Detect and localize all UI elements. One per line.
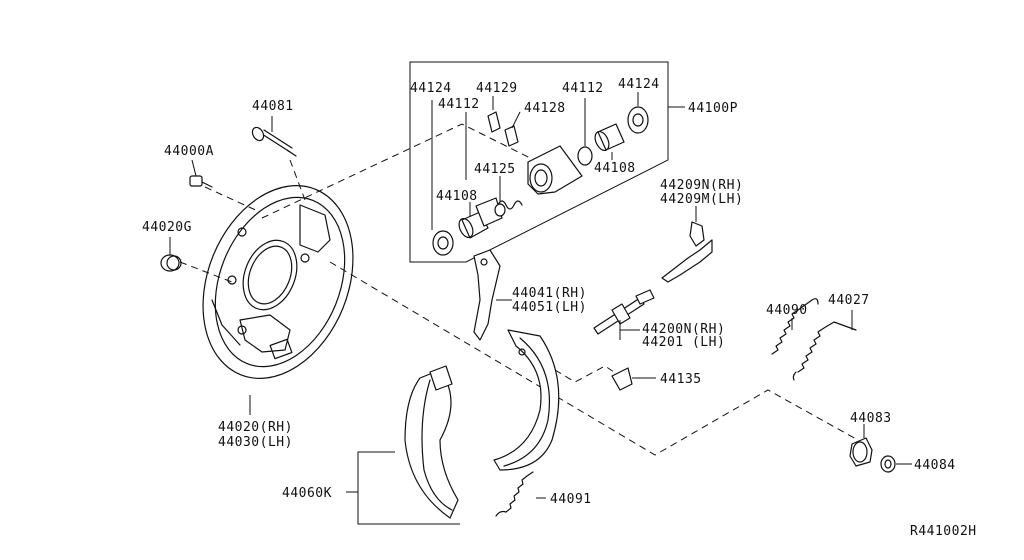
brake-shoes (346, 329, 560, 525)
label-44112-right: 44112 (562, 81, 604, 96)
label-44081: 44081 (252, 99, 294, 114)
adjuster-spring (495, 471, 546, 517)
label-44209M: 44209M(LH) (660, 192, 743, 207)
backing-plate (202, 185, 354, 415)
label-44027: 44027 (828, 293, 870, 308)
label-44200N: 44200N(RH) (642, 322, 725, 337)
label-44020RH: 44020(RH) (218, 420, 293, 435)
dashed-guide-lines (179, 123, 859, 456)
label-44083: 44083 (850, 411, 892, 426)
wheel-cylinder-parts (431, 92, 649, 256)
label-44128: 44128 (524, 101, 566, 116)
part-labels: 44081 44000A 44020G 44020(RH) 44030(LH) … (142, 77, 977, 539)
label-44129: 44129 (476, 81, 518, 96)
adjuster-lever (661, 206, 713, 283)
label-44060K: 44060K (282, 486, 332, 501)
label-44209N: 44209N(RH) (660, 178, 743, 193)
grommet-and-clip (849, 424, 912, 473)
diagram-reference-code: R441002H (910, 524, 977, 539)
parking-brake-lever (473, 249, 512, 341)
bolt-44000A (189, 159, 213, 188)
label-44084: 44084 (914, 458, 956, 473)
adjuster-assembly (593, 289, 655, 340)
nut-44020G (160, 237, 182, 272)
label-44000A: 44000A (164, 144, 214, 159)
label-44100P: 44100P (688, 101, 738, 116)
return-springs (771, 298, 857, 381)
label-44201: 44201 (LH) (642, 335, 725, 350)
label-44124-left: 44124 (410, 81, 452, 96)
label-44091: 44091 (550, 492, 592, 507)
label-44090: 44090 (766, 303, 808, 318)
label-44124-right: 44124 (618, 77, 660, 92)
label-44108-right: 44108 (594, 161, 636, 176)
label-44030LH: 44030(LH) (218, 435, 293, 450)
label-44051LH: 44051(LH) (512, 300, 587, 315)
label-44020G: 44020G (142, 220, 192, 235)
wheel-cylinder-group-frame (409, 61, 685, 263)
label-44108-left: 44108 (436, 189, 478, 204)
label-44112-left: 44112 (438, 97, 480, 112)
label-44125: 44125 (474, 162, 516, 177)
label-44135: 44135 (660, 372, 702, 387)
bolt-44081 (251, 116, 297, 157)
retainer-clip (611, 367, 656, 391)
label-44041RH: 44041(RH) (512, 286, 587, 301)
